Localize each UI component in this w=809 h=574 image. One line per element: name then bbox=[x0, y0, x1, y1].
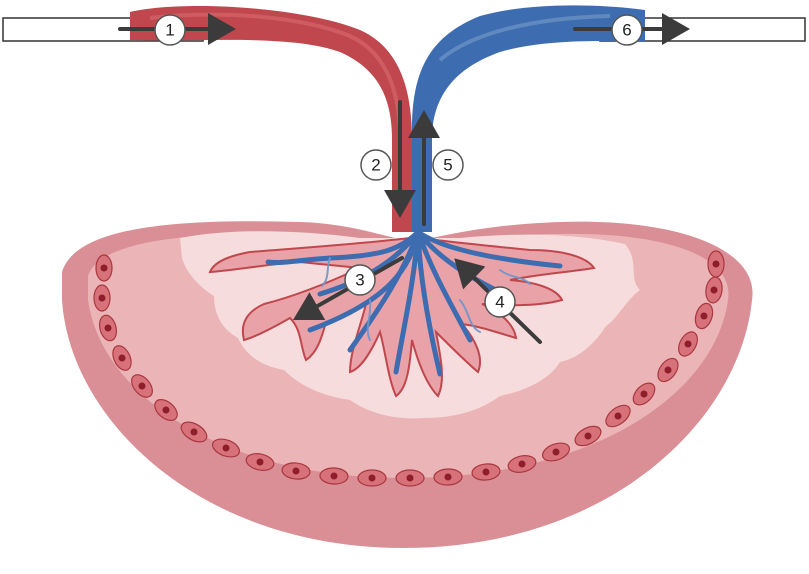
fetal-vessel bbox=[412, 5, 645, 232]
step-marker-3: 3 bbox=[344, 264, 376, 296]
step-marker-1: 1 bbox=[154, 14, 186, 46]
svg-text:6: 6 bbox=[622, 21, 631, 40]
uterine-wall-cells bbox=[93, 250, 725, 487]
step-marker-5: 5 bbox=[432, 149, 464, 181]
svg-text:5: 5 bbox=[443, 156, 452, 175]
svg-text:3: 3 bbox=[355, 271, 364, 290]
step-marker-4: 4 bbox=[484, 286, 516, 318]
svg-text:2: 2 bbox=[371, 156, 380, 175]
svg-text:4: 4 bbox=[495, 293, 504, 312]
step-marker-6: 6 bbox=[611, 14, 643, 46]
step-marker-2: 2 bbox=[360, 149, 392, 181]
svg-text:1: 1 bbox=[165, 21, 174, 40]
